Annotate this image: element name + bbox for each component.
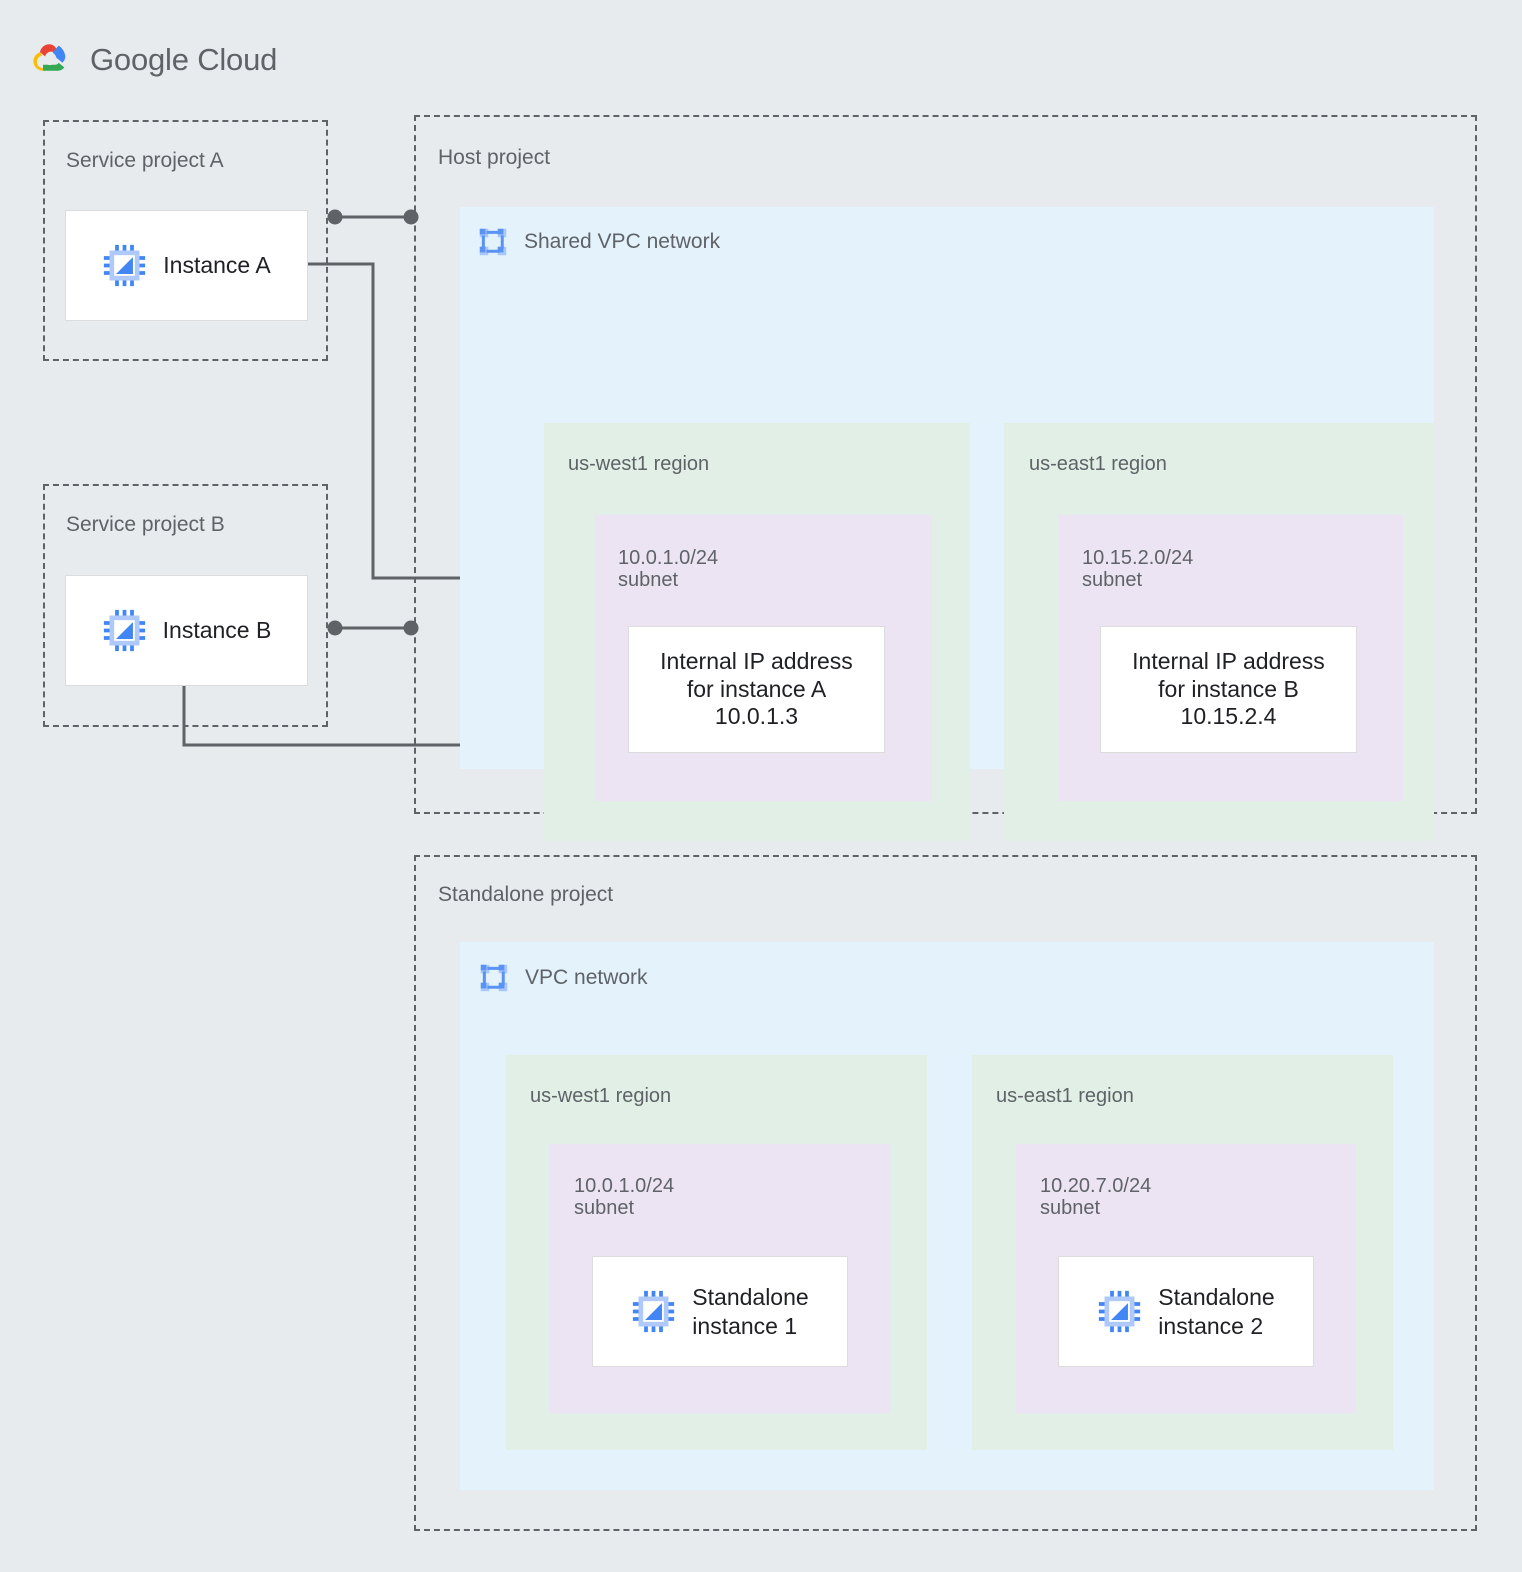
cpu-chip-icon (633, 1290, 675, 1333)
service-project-a-container: Service project A Instance A (43, 120, 328, 361)
host-subnet-us-west1-label: 10.0.1.0/24 subnet (618, 547, 719, 591)
standalone-subnet-10-0-1-0-24: 10.0.1.0/24 subnet (550, 1144, 890, 1413)
brand-name-cloud: Cloud (197, 42, 278, 77)
internal-ip-instance-b-text: Internal IP address for instance B 10.15… (1132, 647, 1325, 730)
instance-b-box[interactable]: Instance B (65, 575, 308, 686)
standalone-subnet-us-east1-label: 10.20.7.0/24 subnet (1040, 1175, 1152, 1219)
google-cloud-logo: Google Cloud (33, 37, 333, 83)
host-subnet-10-0-1-0-24: 10.0.1.0/24 subnet Internal IP address f… (595, 515, 932, 801)
instance-a-label: Instance A (163, 252, 271, 279)
vpc-network-icon (480, 964, 508, 992)
host-region-us-west1: us-west1 region 10.0.1.0/24 subnet Inter… (544, 423, 970, 841)
host-project-container: Host project Shared VPC (414, 115, 1477, 841)
standalone-instance-1-label: Standalone instance 1 (692, 1284, 809, 1339)
shared-vpc-network-label: Shared VPC network (524, 230, 721, 253)
standalone-subnet-us-west1-label: 10.0.1.0/24 subnet (574, 1175, 675, 1219)
cpu-chip-icon (1099, 1290, 1141, 1333)
standalone-instance-2-label: Standalone instance 2 (1158, 1284, 1275, 1339)
vpc-network-label: VPC network (525, 966, 648, 989)
standalone-subnet-10-20-7-0-24: 10.20.7.0/24 subnet (1016, 1144, 1356, 1413)
host-subnet-10-15-2-0-24: 10.15.2.0/24 subnet Internal IP address … (1058, 515, 1403, 801)
service-project-b-container: Service project B Instance B (43, 484, 328, 727)
internal-ip-instance-a-text: Internal IP address for instance A 10.0.… (660, 647, 853, 730)
connector-dot (327, 620, 343, 636)
standalone-region-us-west1: us-west1 region 10.0.1.0/24 subnet (506, 1055, 927, 1450)
standalone-project-label: Standalone project (438, 883, 614, 906)
shared-vpc-network-container: Shared VPC network us-west1 region 10.0.… (460, 207, 1434, 841)
standalone-region-us-east1: us-east1 region 10.20.7.0/24 subnet (972, 1055, 1393, 1450)
host-project-label: Host project (438, 146, 551, 169)
standalone-project-container: Standalone project VPC n (414, 855, 1477, 1531)
cpu-chip-icon (103, 609, 145, 652)
service-project-a-label: Service project A (66, 149, 224, 172)
host-subnet-us-east1-label: 10.15.2.0/24 subnet (1082, 547, 1194, 591)
host-region-us-east1-label: us-east1 region (1029, 453, 1167, 475)
internal-ip-instance-a-box[interactable]: Internal IP address for instance A 10.0.… (628, 626, 885, 753)
vpc-network-icon (479, 228, 507, 256)
instance-b-label: Instance B (162, 617, 272, 644)
google-cloud-logo-icon (33, 44, 66, 71)
connector-dot (327, 209, 343, 225)
standalone-region-us-west1-label: us-west1 region (530, 1085, 672, 1107)
standalone-instance-2-box[interactable]: Standalone instance 2 (1058, 1256, 1314, 1367)
brand-name: Google Cloud (90, 42, 277, 78)
internal-ip-instance-b-box[interactable]: Internal IP address for instance B 10.15… (1100, 626, 1357, 753)
vpc-network-container: VPC network us-west1 region 10.0.1.0/24 … (460, 942, 1434, 1490)
instance-a-box[interactable]: Instance A (65, 210, 308, 321)
brand-name-google: Google (90, 42, 189, 77)
host-region-us-west1-label: us-west1 region (568, 453, 710, 475)
service-project-b-label: Service project B (66, 513, 225, 536)
cpu-chip-icon (104, 244, 146, 287)
host-region-us-east1: us-east1 region 10.15.2.0/24 subnet Inte… (1004, 423, 1434, 841)
standalone-instance-1-box[interactable]: Standalone instance 1 (592, 1256, 848, 1367)
standalone-region-us-east1-label: us-east1 region (996, 1085, 1134, 1107)
